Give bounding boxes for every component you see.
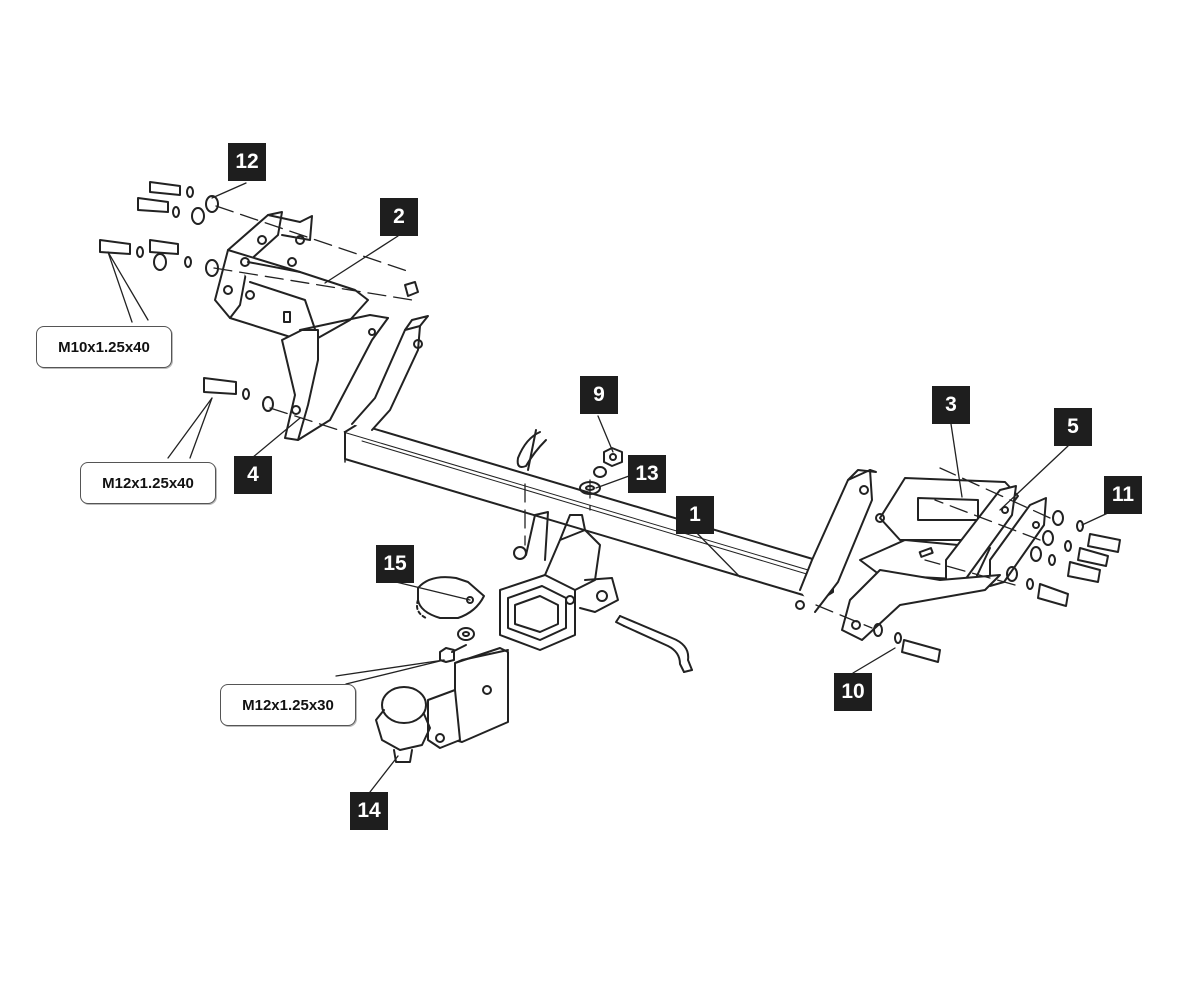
callout-4: 4 bbox=[234, 456, 272, 494]
callout-1: 1 bbox=[676, 496, 714, 534]
right-arm bbox=[795, 469, 877, 613]
callout-5: 5 bbox=[1054, 408, 1092, 446]
bolt-spec-m12-40: M12x1.25x40 bbox=[80, 462, 216, 504]
left-arm bbox=[351, 315, 429, 431]
right-plate bbox=[945, 485, 1047, 587]
leader-lines bbox=[107, 182, 1111, 793]
callout-2: 2 bbox=[380, 198, 418, 236]
callout-9: 9 bbox=[580, 376, 618, 414]
right-bolts bbox=[873, 510, 1121, 663]
callout-3: 3 bbox=[932, 386, 970, 424]
cross-beam bbox=[344, 423, 834, 601]
wiring-plate bbox=[416, 576, 485, 641]
callout-15: 15 bbox=[376, 545, 414, 583]
nut-washer bbox=[579, 447, 623, 495]
callout-12: 12 bbox=[228, 143, 266, 181]
hitch-pin bbox=[615, 615, 693, 673]
bolt-spec-m12-30: M12x1.25x30 bbox=[220, 684, 356, 726]
callout-13: 13 bbox=[628, 455, 666, 493]
r-clip bbox=[516, 429, 547, 471]
bolt-m12-30 bbox=[439, 644, 467, 663]
bolt-spec-m10: M10x1.25x40 bbox=[36, 326, 172, 368]
assembly-lines bbox=[213, 205, 1051, 629]
ball-mount bbox=[375, 647, 509, 763]
left-plate bbox=[281, 281, 419, 441]
left-bolts bbox=[99, 181, 219, 277]
callout-14: 14 bbox=[350, 792, 388, 830]
receiver-box bbox=[499, 511, 619, 651]
left-bolt-m12-40 bbox=[203, 377, 274, 412]
right-lower-plate bbox=[841, 569, 1001, 641]
callout-10: 10 bbox=[834, 673, 872, 711]
callout-11: 11 bbox=[1104, 476, 1142, 514]
